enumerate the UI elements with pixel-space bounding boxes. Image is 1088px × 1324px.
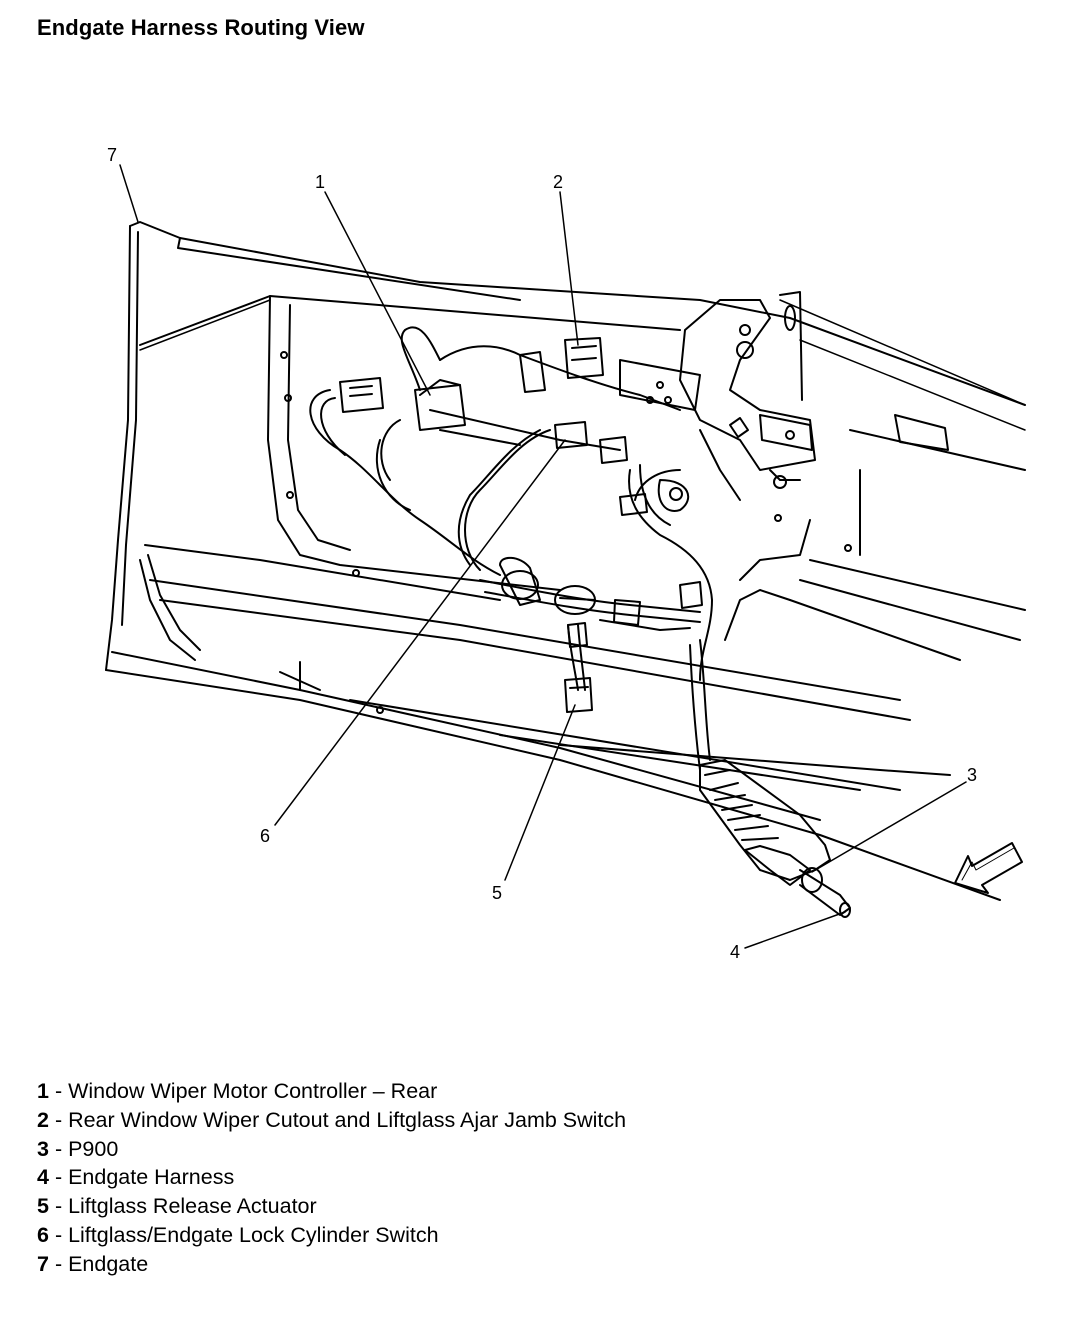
legend-item: 1 - Window Wiper Motor Controller – Rear — [37, 1077, 626, 1106]
legend-separator: - — [48, 1107, 69, 1132]
latch-assembly — [619, 291, 816, 501]
legend-label: Endgate — [68, 1251, 149, 1276]
harness-connectors — [339, 337, 749, 713]
callout-4: 4 — [730, 942, 740, 962]
legend-label: P900 — [68, 1136, 119, 1161]
legend-separator: - — [48, 1165, 69, 1190]
callout-numbers: 7 1 2 3 6 5 4 — [107, 145, 977, 962]
legend-label: Liftglass/Endgate Lock Cylinder Switch — [68, 1222, 439, 1247]
callout-3: 3 — [967, 765, 977, 785]
legend-item: 4 - Endgate Harness — [37, 1163, 626, 1192]
page-title: Endgate Harness Routing View — [37, 15, 365, 40]
callout-1: 1 — [315, 172, 325, 192]
legend-number: 6 — [37, 1222, 49, 1247]
callout-5: 5 — [492, 883, 502, 903]
component-legend: 1 - Window Wiper Motor Controller – Rear… — [37, 1077, 626, 1279]
legend-number: 4 — [37, 1165, 49, 1190]
legend-item: 6 - Liftglass/Endgate Lock Cylinder Swit… — [37, 1221, 626, 1250]
legend-separator: - — [48, 1136, 69, 1161]
legend-item: 7 - Endgate — [37, 1250, 626, 1279]
front-arrow-icon — [954, 842, 1023, 894]
legend-separator: - — [48, 1222, 69, 1247]
legend-separator: - — [48, 1079, 69, 1103]
legend-number: 5 — [37, 1194, 49, 1219]
callout-2: 2 — [553, 172, 563, 192]
endgate-body — [105, 221, 1026, 901]
legend-label: Endgate Harness — [68, 1165, 235, 1190]
callout-6: 6 — [260, 826, 270, 846]
leader-lines — [119, 164, 967, 949]
legend-label: Liftglass Release Actuator — [68, 1194, 317, 1219]
wiring-harness — [309, 326, 713, 771]
legend-label: Window Wiper Motor Controller – Rear — [68, 1079, 438, 1103]
legend-item: 3 - P900 — [37, 1135, 626, 1164]
legend-label: Rear Window Wiper Cutout and Liftglass A… — [68, 1107, 627, 1132]
legend-item: 5 - Liftglass Release Actuator — [37, 1192, 626, 1221]
legend-number: 2 — [37, 1107, 49, 1132]
legend-separator: - — [48, 1251, 69, 1276]
legend-number: 7 — [37, 1251, 49, 1276]
callout-7: 7 — [107, 145, 117, 165]
legend-item: 2 - Rear Window Wiper Cutout and Liftgla… — [37, 1106, 626, 1135]
legend-number: 3 — [37, 1136, 49, 1161]
legend-number: 1 — [37, 1079, 49, 1103]
legend-separator: - — [48, 1194, 69, 1219]
